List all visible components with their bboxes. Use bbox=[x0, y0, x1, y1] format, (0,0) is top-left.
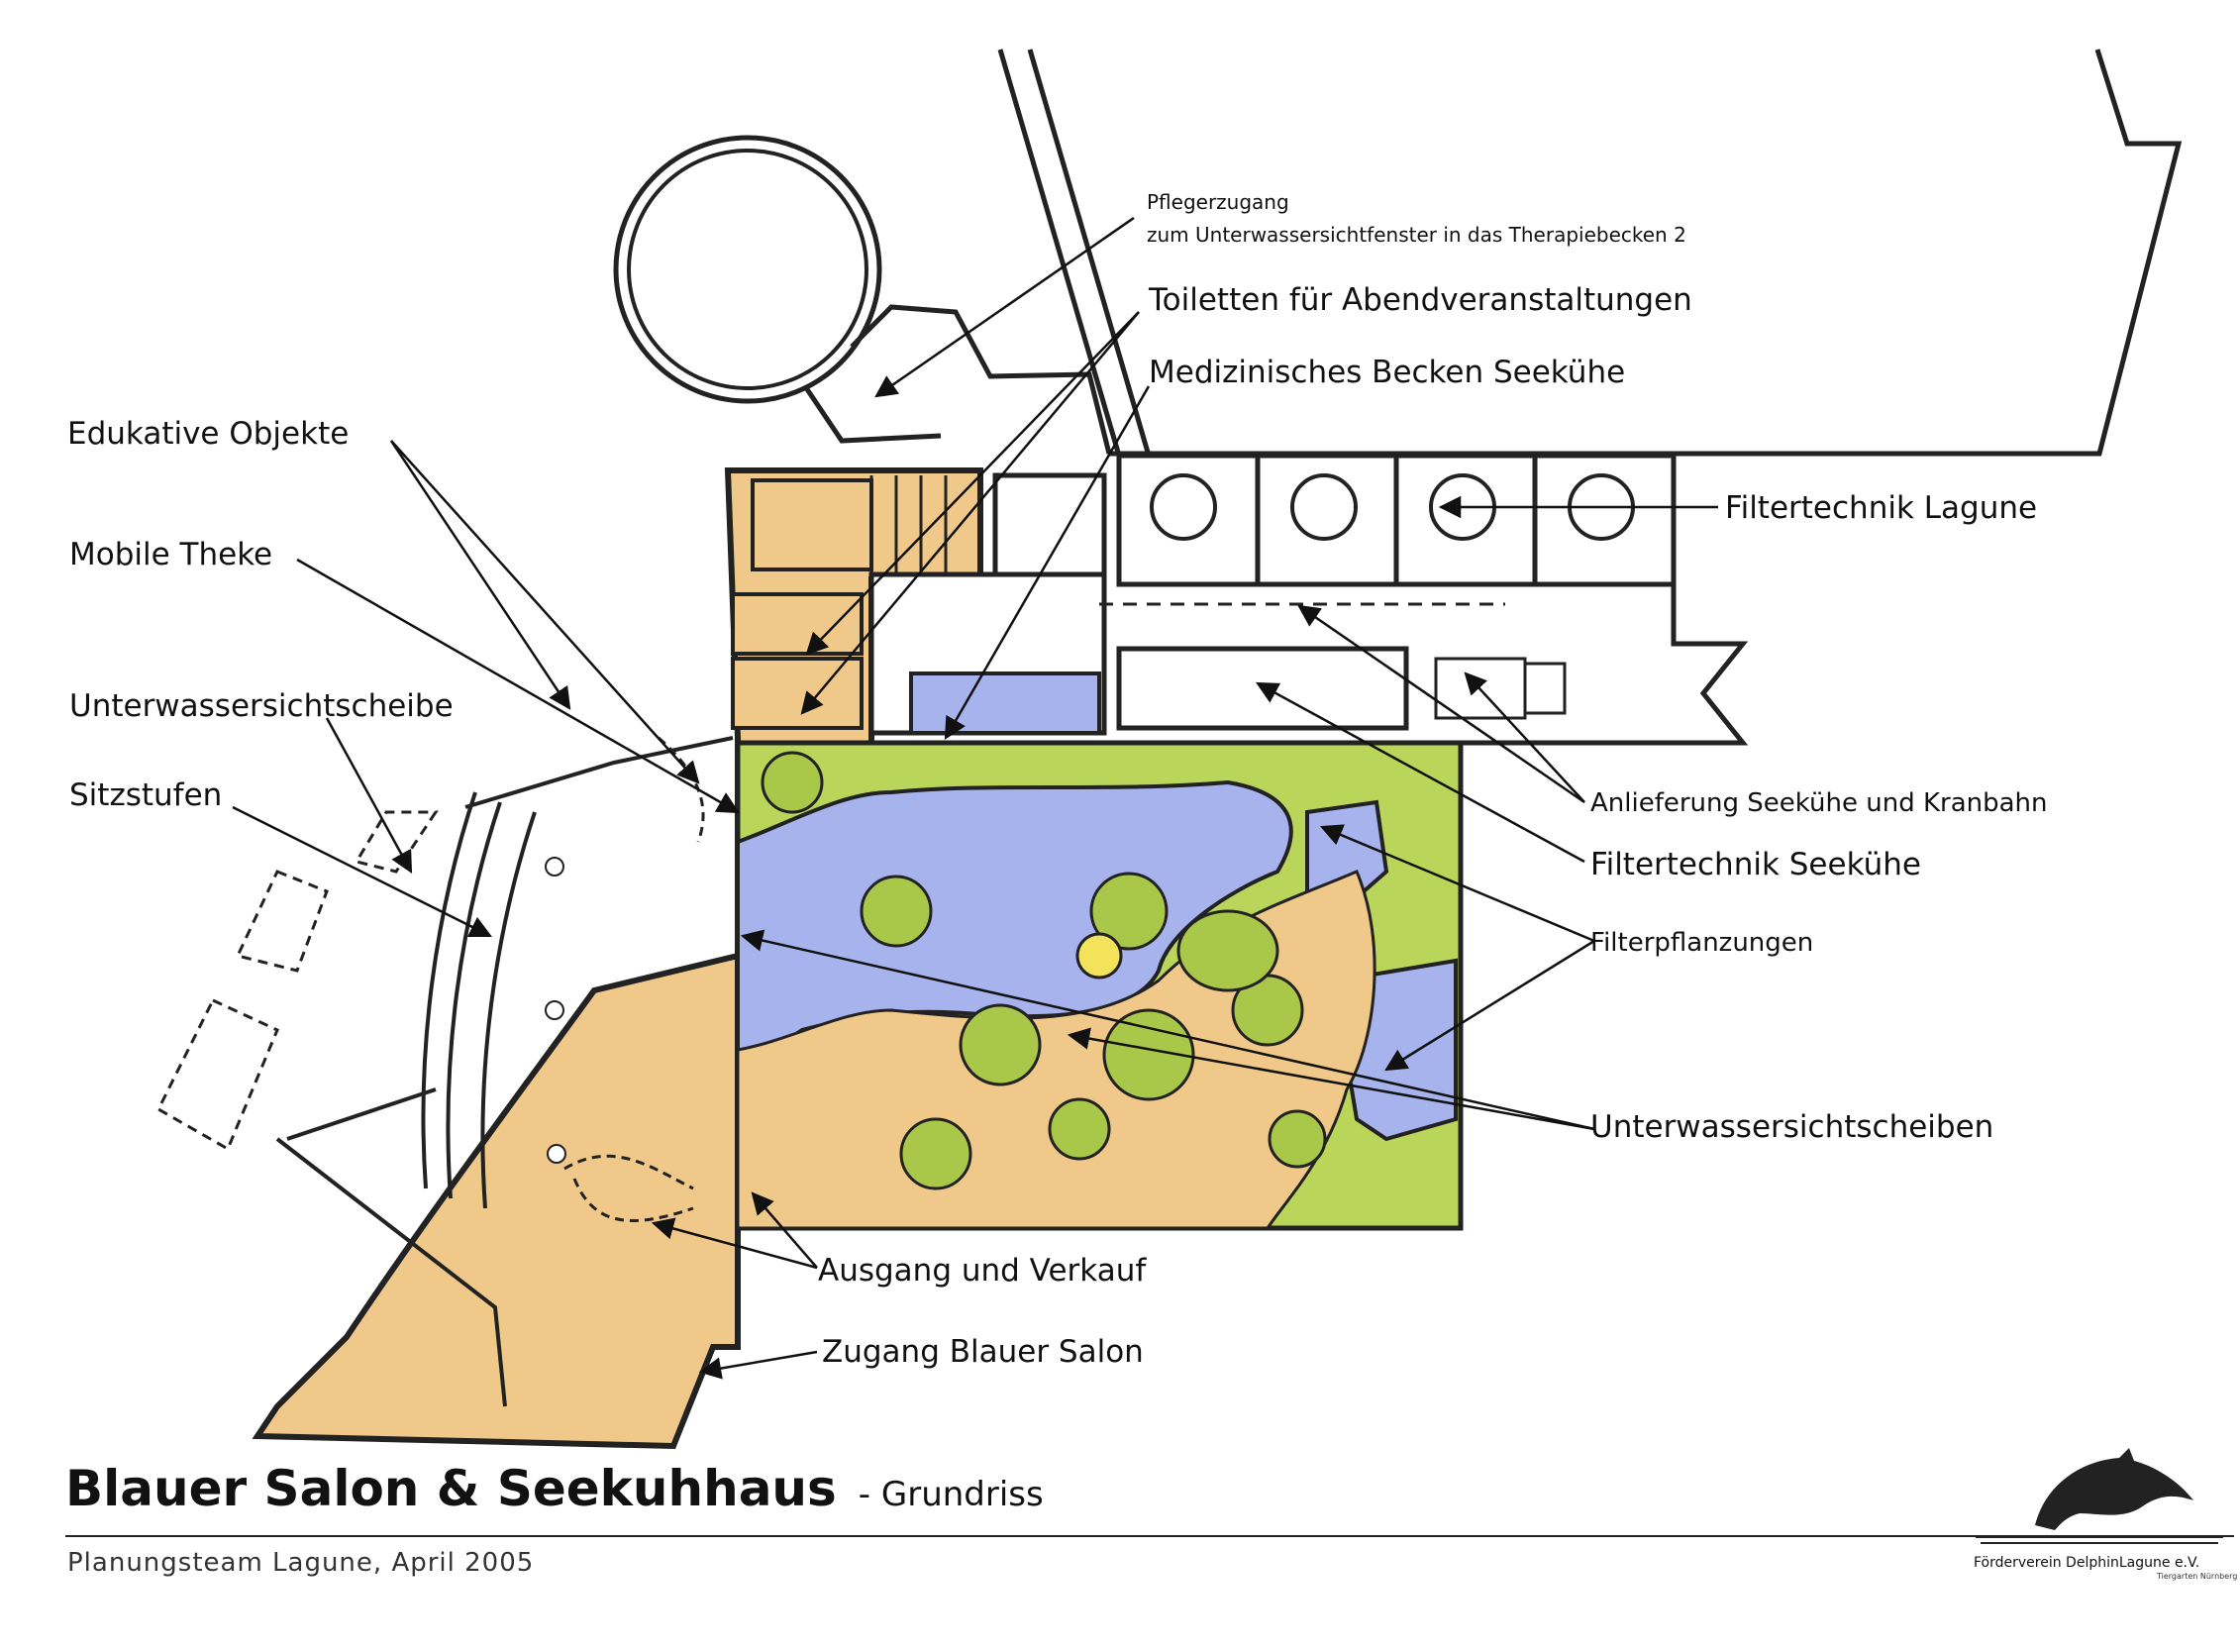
label-ausgang: Ausgang und Verkauf bbox=[818, 1253, 1147, 1289]
plan-credit: Planungsteam Lagune, April 2005 bbox=[67, 1548, 535, 1578]
label-pflegerzugang-2: zum Unterwassersichtfenster in das Thera… bbox=[1147, 223, 1686, 247]
label-unterwassersichtscheiben: Unterwassersichtscheiben bbox=[1590, 1109, 1994, 1145]
plan-subtitle: - Grundriss bbox=[858, 1475, 1044, 1514]
label-unterwassersichtscheibe: Unterwassersichtscheibe bbox=[69, 688, 454, 724]
therapy-basin-circle bbox=[613, 135, 1112, 455]
label-edukative: Edukative Objekte bbox=[67, 416, 350, 452]
footer-rule bbox=[65, 1535, 2234, 1537]
plan-title-main: Blauer Salon & Seekuhhaus bbox=[65, 1460, 837, 1517]
label-toiletten: Toiletten für Abendveranstaltungen bbox=[1149, 282, 1692, 318]
sitzstufen-curves bbox=[421, 791, 537, 1209]
medical-pool bbox=[909, 671, 1101, 735]
label-filterpflanzungen: Filterpflanzungen bbox=[1590, 928, 1814, 958]
logo-text: Förderverein DelphinLagune e.V. bbox=[1974, 1555, 2200, 1571]
label-filtertechnik-seekuehe: Filtertechnik Seekühe bbox=[1590, 847, 1921, 882]
salon-dots bbox=[545, 857, 566, 1164]
label-anlieferung: Anlieferung Seekühe und Kranbahn bbox=[1590, 788, 2048, 818]
logo-subtext: Tiergarten Nürnberg bbox=[2157, 1572, 2238, 1581]
label-pflegerzugang-1: Pflegerzugang bbox=[1147, 190, 1289, 214]
toilet-block bbox=[731, 475, 948, 730]
lagoon-trees bbox=[761, 751, 1327, 1190]
leader-lines bbox=[232, 216, 1718, 1380]
yellow-shrub bbox=[1075, 932, 1123, 980]
label-medizinisches: Medizinisches Becken Seekühe bbox=[1149, 355, 1626, 390]
dashed-counter bbox=[563, 736, 705, 1222]
label-filtertechnik-lagune: Filtertechnik Lagune bbox=[1725, 490, 2038, 526]
dashed-outline-left bbox=[156, 810, 439, 1152]
plan-title: Blauer Salon & Seekuhhaus - Grundriss bbox=[65, 1460, 1044, 1517]
label-mobile-theke: Mobile Theke bbox=[69, 537, 273, 572]
delivery-truck bbox=[1434, 657, 1567, 720]
dolphin-logo bbox=[1976, 1448, 2223, 1544]
label-sitzstufen: Sitzstufen bbox=[69, 777, 223, 813]
building-outline bbox=[997, 49, 2183, 457]
salon-wall-inner bbox=[275, 736, 734, 1407]
label-zugang: Zugang Blauer Salon bbox=[822, 1334, 1144, 1370]
